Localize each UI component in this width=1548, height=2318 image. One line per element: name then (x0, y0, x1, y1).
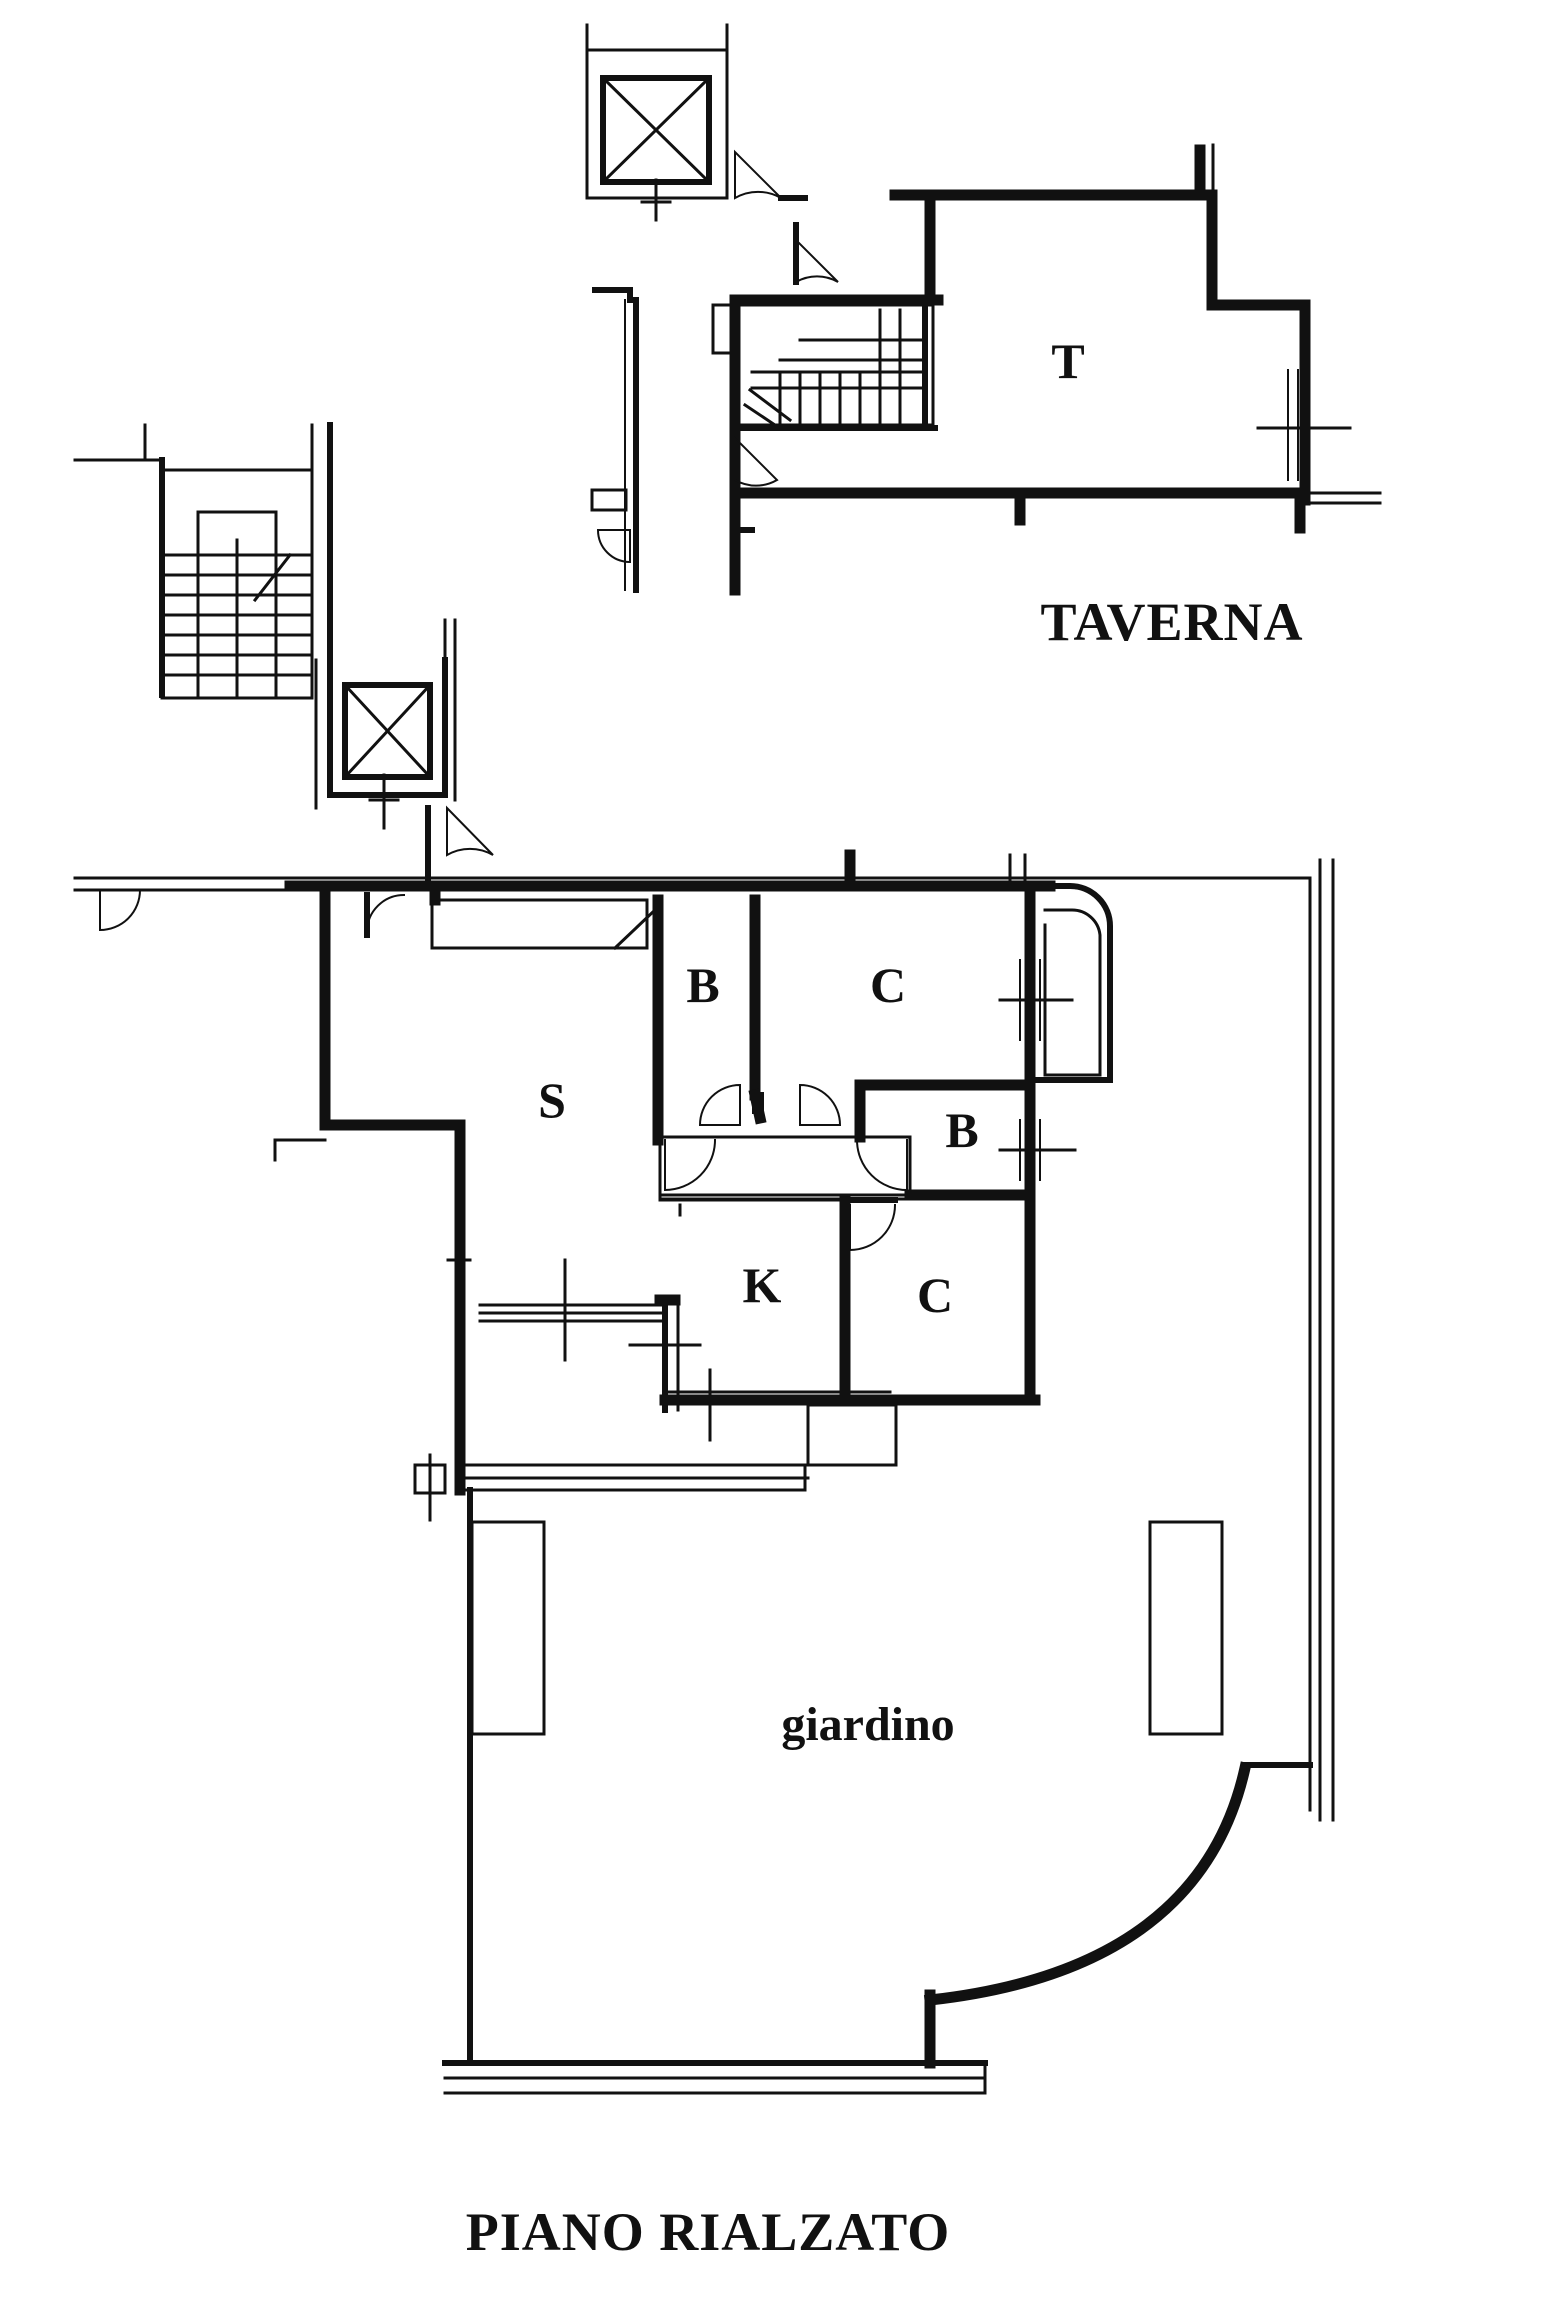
room-label-camera-2: C (917, 1267, 953, 1323)
common-elevator (314, 618, 457, 830)
door-swing (849, 1203, 897, 1252)
common-staircase (73, 422, 333, 700)
door-swing (734, 435, 779, 487)
door-swing (99, 889, 142, 932)
room-label-cucina: K (743, 1257, 782, 1313)
piano-rialzato-plan: S B C B K C giardino (73, 422, 1335, 2095)
garden-grate-left (470, 1520, 546, 1736)
room-label-camera-1: C (870, 957, 906, 1013)
door-swing (366, 893, 406, 933)
taverna-elevator (585, 23, 729, 222)
taverna-title: TAVERNA (1040, 592, 1303, 652)
door-swing (664, 1138, 717, 1192)
room-label-bagno-1: B (686, 957, 719, 1013)
garden-grate-right (1148, 1520, 1224, 1736)
garden-label: giardino (781, 1698, 954, 1751)
door-swing (734, 149, 782, 200)
door-swing (799, 1083, 842, 1126)
door-swing (698, 1083, 741, 1126)
piano-rialzato-title: PIANO RIALZATO (466, 2202, 951, 2262)
garden-steps (806, 1403, 898, 1467)
door-swing (795, 237, 839, 284)
room-label-bagno-2: B (945, 1102, 978, 1158)
door-swing (446, 805, 494, 857)
taverna-staircase (732, 302, 938, 431)
taverna-plan: T (585, 23, 1382, 596)
room-label-soggiorno: S (538, 1072, 566, 1128)
radiator (430, 898, 649, 950)
door-swing (855, 1138, 908, 1192)
door-swing (596, 529, 631, 564)
room-label-taverna: T (1051, 333, 1084, 389)
